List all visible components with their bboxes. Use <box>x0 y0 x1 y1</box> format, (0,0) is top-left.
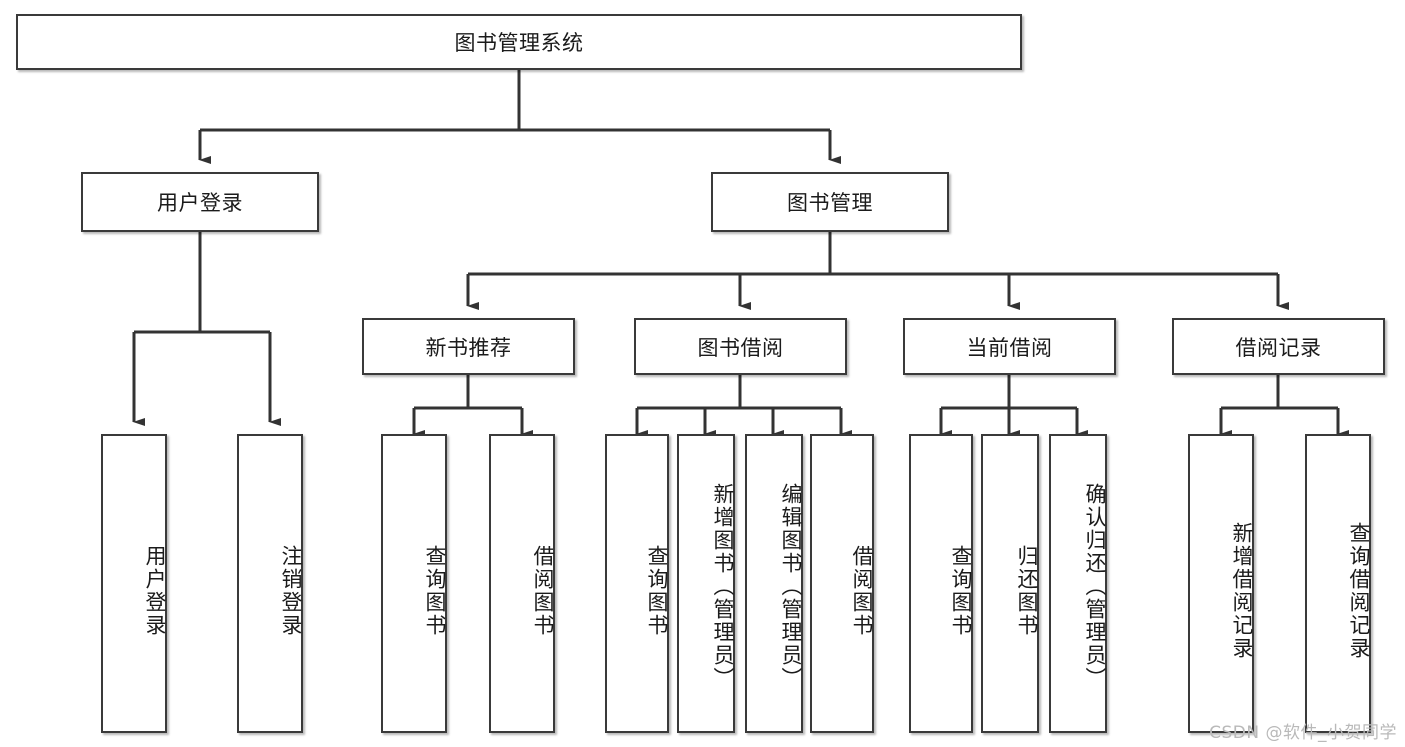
node-new-book-recommend[interactable]: 新书推荐 <box>362 318 575 375</box>
leaf-query-book-borrow[interactable]: 查询图书 <box>605 434 669 733</box>
node-label: 借阅图书 <box>850 544 874 637</box>
leaf-query-book-current[interactable]: 查询图书 <box>909 434 973 733</box>
node-label: 用户登录 <box>143 544 167 637</box>
leaf-confirm-return-admin[interactable]: 确认归还（管理员） <box>1049 434 1107 733</box>
leaf-borrow-book[interactable]: 借阅图书 <box>810 434 874 733</box>
node-label: 查询图书 <box>949 544 973 637</box>
node-book-management[interactable]: 图书管理 <box>711 172 949 232</box>
leaf-logout-login[interactable]: 注销登录 <box>237 434 303 733</box>
leaf-add-borrow-record[interactable]: 新增借阅记录 <box>1188 434 1254 733</box>
node-label: 查询图书 <box>645 544 669 637</box>
node-current-borrow[interactable]: 当前借阅 <box>903 318 1116 375</box>
node-label: 查询图书 <box>423 544 447 637</box>
leaf-borrow-book-recommend[interactable]: 借阅图书 <box>489 434 555 733</box>
node-label: 图书借阅 <box>697 335 784 360</box>
node-root[interactable]: 图书管理系统 <box>16 14 1022 70</box>
leaf-query-borrow-record[interactable]: 查询借阅记录 <box>1305 434 1371 733</box>
node-label: 编辑图书（管理员） <box>779 483 803 690</box>
node-label: 新书推荐 <box>425 335 512 360</box>
node-label: 确认归还（管理员） <box>1083 483 1107 690</box>
node-label: 用户登录 <box>157 191 243 215</box>
leaf-edit-book-admin[interactable]: 编辑图书（管理员） <box>745 434 803 733</box>
node-label: 借阅记录 <box>1235 335 1322 360</box>
node-user-login[interactable]: 用户登录 <box>81 172 319 232</box>
node-label: 查询借阅记录 <box>1347 521 1371 660</box>
node-label: 当前借阅 <box>966 335 1053 360</box>
node-label: 归还图书 <box>1015 544 1039 637</box>
node-label: 注销登录 <box>279 544 303 637</box>
leaf-query-book-recommend[interactable]: 查询图书 <box>381 434 447 733</box>
leaf-return-book[interactable]: 归还图书 <box>981 434 1039 733</box>
node-label: 图书管理 <box>787 191 873 215</box>
node-borrow-record[interactable]: 借阅记录 <box>1172 318 1385 375</box>
node-label: 图书管理系统 <box>454 31 584 55</box>
leaf-add-book-admin[interactable]: 新增图书（管理员） <box>677 434 735 733</box>
node-label: 借阅图书 <box>531 544 555 637</box>
node-book-borrow[interactable]: 图书借阅 <box>634 318 847 375</box>
csdn-watermark: CSDN @软件_小贺同学 <box>1209 723 1397 743</box>
leaf-user-login[interactable]: 用户登录 <box>101 434 167 733</box>
node-label: 新增图书（管理员） <box>711 483 735 690</box>
node-label: 新增借阅记录 <box>1230 521 1254 660</box>
